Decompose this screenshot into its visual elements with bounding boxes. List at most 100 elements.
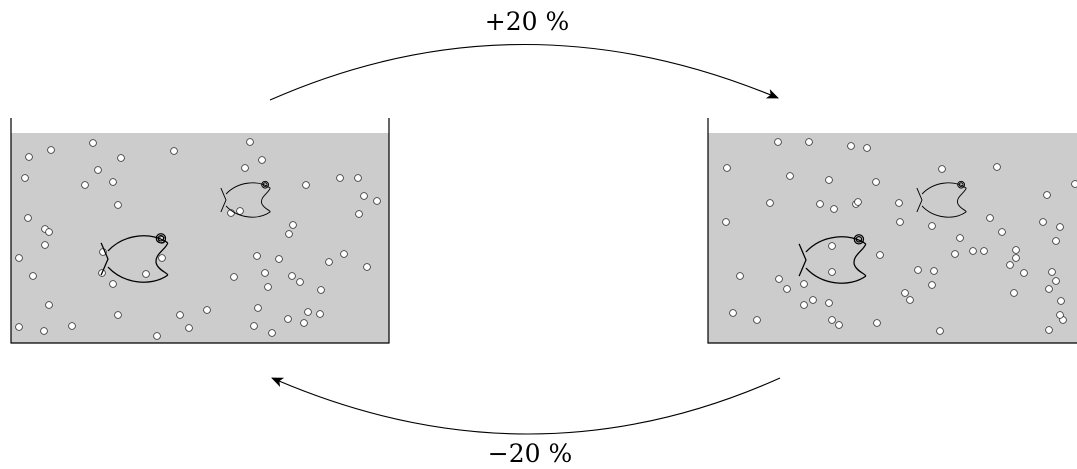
bubble (364, 264, 371, 271)
bubble (1058, 298, 1065, 305)
bubble (171, 148, 178, 155)
bubble (46, 229, 53, 236)
bubble (724, 165, 731, 172)
bubble (1053, 238, 1060, 245)
bubble (16, 255, 23, 262)
right-tank-water (708, 133, 1077, 343)
bubble (730, 310, 737, 317)
bubble (82, 182, 89, 189)
bubble (326, 259, 333, 266)
bubble (90, 140, 97, 147)
bubble (26, 154, 33, 161)
bubble (801, 302, 808, 309)
bubble (286, 231, 293, 238)
bubble (110, 281, 117, 288)
bubble (361, 193, 368, 200)
bubble (836, 322, 843, 329)
bubble (864, 145, 871, 152)
bubble (810, 297, 817, 304)
bottom-arrow (272, 378, 780, 434)
bubble (204, 307, 211, 314)
bubble (41, 328, 48, 335)
bubble (337, 175, 344, 182)
bubble (915, 267, 922, 274)
bubble (939, 166, 946, 173)
bubble (987, 215, 994, 222)
bubble (848, 143, 855, 150)
bubble (1013, 255, 1020, 262)
bubble (829, 243, 836, 250)
bubble (1021, 270, 1028, 277)
bubble (1046, 327, 1053, 334)
bubble (290, 222, 297, 229)
bubble (318, 287, 325, 294)
bubble (115, 312, 122, 319)
bubble (262, 270, 269, 277)
left-tank (11, 118, 389, 343)
bubble (873, 179, 880, 186)
bubble (341, 251, 348, 258)
bubble (1040, 219, 1047, 226)
bubble (154, 333, 161, 340)
bubble (1057, 224, 1064, 231)
bubble (242, 165, 249, 172)
bubble (897, 219, 904, 226)
bubble (801, 281, 808, 288)
bubble (1013, 247, 1020, 254)
bubble (931, 268, 938, 275)
bubble (265, 284, 272, 291)
bubble (1072, 181, 1077, 188)
right-tank (708, 118, 1077, 343)
bubble (259, 157, 266, 164)
bubble (254, 253, 261, 260)
bubble (1007, 262, 1014, 269)
bubble (374, 198, 381, 205)
bubble (303, 182, 310, 189)
bubble (305, 309, 312, 316)
bubble (776, 276, 783, 283)
bubble (829, 269, 836, 276)
bubble (251, 323, 258, 330)
bubble (247, 139, 254, 146)
bubble (95, 167, 102, 174)
bubble (754, 317, 761, 324)
bubble (237, 208, 244, 215)
bubble (723, 219, 730, 226)
bubble (907, 297, 914, 304)
bubble (186, 325, 193, 332)
bubble (42, 242, 49, 249)
bubble (957, 235, 964, 242)
bubble (999, 229, 1006, 236)
bubble (69, 323, 76, 330)
bubble (25, 215, 32, 222)
bubble (1046, 286, 1053, 293)
bubble (937, 328, 944, 335)
bubble (929, 223, 936, 230)
top-arrow-label: +20 % (485, 7, 569, 36)
bubble (806, 139, 813, 146)
bubble (356, 211, 363, 218)
bubble (285, 316, 292, 323)
bubble (46, 302, 53, 309)
bubble (784, 286, 791, 293)
bubble (831, 206, 838, 213)
bubble (1044, 192, 1051, 199)
bubble (874, 320, 881, 327)
bubble (1049, 269, 1056, 276)
bubble (929, 282, 936, 289)
bubble (317, 311, 324, 318)
bubble (115, 202, 122, 209)
bubble (269, 330, 276, 337)
bubble (255, 305, 262, 312)
bubble (143, 271, 150, 278)
bubble (826, 300, 833, 307)
bubble (355, 175, 362, 182)
bubble (826, 177, 833, 184)
bubble (289, 273, 296, 280)
bubble (855, 199, 862, 206)
bubble (896, 200, 903, 207)
bubble (787, 173, 794, 180)
bubble (1057, 312, 1064, 319)
bubble (30, 273, 37, 280)
